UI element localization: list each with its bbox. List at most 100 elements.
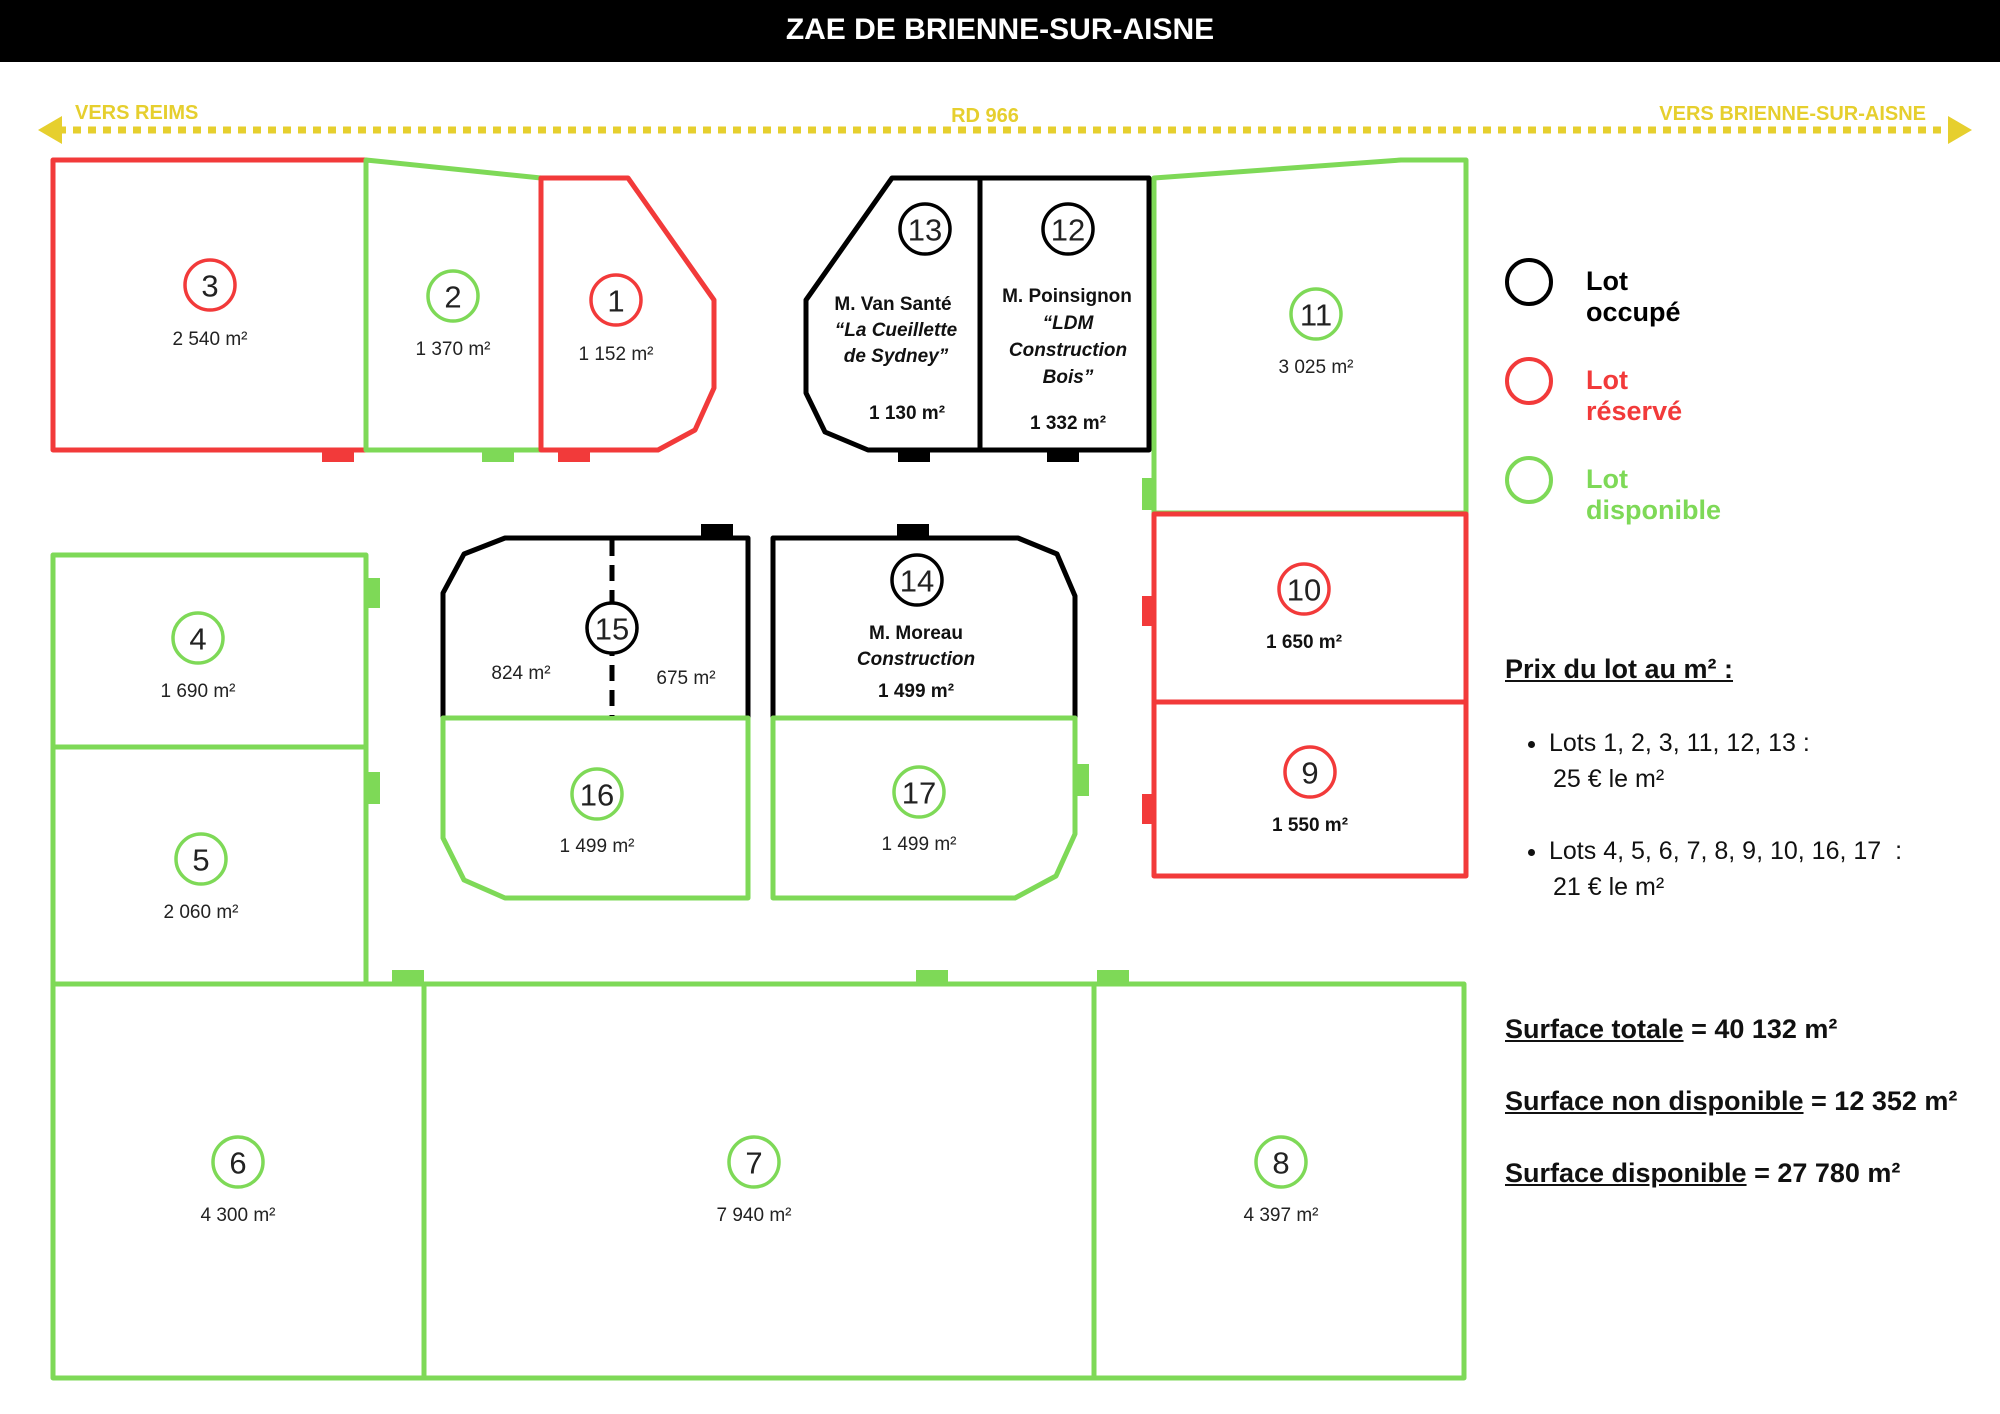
lot-10-label[interactable]: 10 1 650 m² bbox=[1266, 562, 1342, 653]
lot-5-circle bbox=[174, 832, 228, 886]
lot-6-number: 6 bbox=[229, 1146, 246, 1181]
lot-6-label[interactable]: 6 4 300 m² bbox=[201, 1135, 276, 1226]
road-direction-right: VERS BRIENNE-SUR-AISNE bbox=[1659, 103, 1926, 125]
lot-14-access bbox=[897, 524, 929, 536]
lot-6-circle bbox=[211, 1135, 265, 1189]
lot-13-occupant: M. Van Santé bbox=[834, 294, 951, 315]
lot-2-circle bbox=[426, 269, 480, 323]
lot-16-outline bbox=[440, 715, 751, 901]
lot-7-number: 7 bbox=[745, 1146, 762, 1181]
lot-1-area: 1 152 m² bbox=[579, 344, 654, 365]
lot-3-circle bbox=[183, 258, 237, 312]
road: VERS REIMS RD 966 VERS BRIENNE-SUR-AISNE bbox=[38, 102, 1972, 144]
arrow-right-icon bbox=[1948, 116, 1972, 144]
price-item: Lots 1, 2, 3, 11, 12, 13 : 25 € le m² bbox=[1549, 725, 1975, 797]
lot-4-number: 4 bbox=[189, 622, 206, 657]
price-item-price: 25 € le m² bbox=[1553, 765, 1665, 793]
lot-17-outline bbox=[770, 715, 1078, 901]
surface-unavailable-label: Surface non disponible bbox=[1505, 1086, 1804, 1116]
lot-16-label[interactable]: 16 1 499 m² bbox=[560, 767, 635, 857]
lot-5-label[interactable]: 5 2 060 m² bbox=[164, 832, 239, 923]
lot-16-area: 1 499 m² bbox=[560, 836, 635, 857]
lot-9-number: 9 bbox=[1301, 756, 1318, 791]
lot-15-area-left: 824 m² bbox=[491, 663, 550, 684]
page-title: ZAE DE BRIENNE-SUR-AISNE bbox=[0, 0, 2000, 62]
lot-13-circle bbox=[898, 202, 952, 256]
lot-1-circle bbox=[589, 273, 643, 327]
lot-12-company-line-3: Bois” bbox=[1043, 367, 1094, 388]
lot-2-access bbox=[482, 450, 514, 462]
lot-12-outline bbox=[977, 175, 1152, 453]
surface-totals: Surface totale = 40 132 m² Surface non d… bbox=[1505, 1014, 1957, 1230]
lot-14-label[interactable]: 14 M. Moreau Construction 1 499 m² bbox=[857, 553, 975, 702]
lot-3-label[interactable]: 3 2 540 m² bbox=[173, 258, 248, 350]
price-list: Lots 1, 2, 3, 11, 12, 13 : 25 € le m² Lo… bbox=[1505, 725, 1975, 905]
lot-13-company-line-2: de Sydney” bbox=[844, 346, 949, 367]
road-name: RD 966 bbox=[951, 105, 1019, 127]
road-direction-left: VERS REIMS bbox=[75, 102, 198, 124]
surface-unavailable-value: = 12 352 m² bbox=[1803, 1086, 1958, 1116]
lot-4-access bbox=[368, 578, 380, 608]
lot-11-number: 11 bbox=[1300, 298, 1332, 333]
lot-8-area: 4 397 m² bbox=[1244, 1205, 1319, 1226]
lot-17-area: 1 499 m² bbox=[882, 834, 957, 855]
legend-circle-reserved bbox=[1505, 357, 1553, 405]
lot-15-area-right: 675 m² bbox=[656, 668, 715, 689]
lot-12-access bbox=[1047, 450, 1079, 462]
lot-12-label[interactable]: 12 M. Poinsignon “LDM Construction Bois”… bbox=[1002, 202, 1132, 434]
legend-label-occupied: Lot occupé bbox=[1586, 266, 1681, 327]
price-title: Prix du lot au m² : bbox=[1505, 654, 1734, 684]
lot-6-access bbox=[392, 970, 424, 982]
lot-16-circle bbox=[570, 767, 624, 821]
lot-17-access bbox=[1077, 764, 1089, 796]
lot-15-number: 15 bbox=[595, 612, 629, 647]
lot-17-number: 17 bbox=[902, 776, 936, 811]
lot-9-access bbox=[1142, 794, 1154, 824]
lot-13-label[interactable]: 13 M. Van Santé “La Cueillette de Sydney… bbox=[834, 202, 958, 424]
lot-13-access bbox=[898, 450, 930, 462]
lot-9-label[interactable]: 9 1 550 m² bbox=[1272, 745, 1348, 836]
lot-1-number: 1 bbox=[607, 284, 624, 319]
price-item-price: 21 € le m² bbox=[1553, 873, 1665, 901]
lot-15-label[interactable]: 15 824 m² 675 m² bbox=[491, 601, 716, 689]
lot-4-label[interactable]: 4 1 690 m² bbox=[161, 611, 236, 702]
lot-11-label[interactable]: 11 3 025 m² bbox=[1279, 287, 1354, 378]
lot-12-company-line-2: Construction bbox=[1009, 340, 1127, 361]
lot-1-label[interactable]: 1 1 152 m² bbox=[579, 273, 654, 365]
lot-7-label[interactable]: 7 7 940 m² bbox=[717, 1135, 792, 1226]
price-item: Lots 4, 5, 6, 7, 8, 9, 10, 16, 17 : 21 €… bbox=[1549, 833, 1975, 905]
legend-circle-available bbox=[1505, 456, 1553, 504]
lot-11-area: 3 025 m² bbox=[1279, 357, 1354, 378]
price-item-lots: Lots 1, 2, 3, 11, 12, 13 : bbox=[1549, 729, 1810, 757]
lot-3-area: 2 540 m² bbox=[173, 329, 248, 350]
lot-8-label[interactable]: 8 4 397 m² bbox=[1244, 1135, 1319, 1226]
lot-14-area: 1 499 m² bbox=[878, 681, 954, 702]
lot-8-number: 8 bbox=[1272, 1146, 1289, 1181]
lot-10-area: 1 650 m² bbox=[1266, 632, 1342, 653]
lot-9-circle bbox=[1283, 745, 1337, 799]
surface-total-label: Surface totale bbox=[1505, 1014, 1684, 1044]
lot-17-label[interactable]: 17 1 499 m² bbox=[882, 765, 957, 855]
surface-total: Surface totale = 40 132 m² bbox=[1505, 1014, 1957, 1086]
lot-8-circle bbox=[1254, 1135, 1308, 1189]
lot-14-occupant: M. Moreau bbox=[869, 623, 963, 644]
lot-11-access bbox=[1142, 478, 1154, 510]
lot-13-company-line-1: “La Cueillette bbox=[835, 320, 958, 341]
lot-3-access bbox=[322, 450, 354, 462]
lot-7-circle bbox=[727, 1135, 781, 1189]
lot-5-area: 2 060 m² bbox=[164, 902, 239, 923]
surface-unavailable: Surface non disponible = 12 352 m² bbox=[1505, 1086, 1957, 1158]
lot-15-circle bbox=[585, 601, 639, 655]
lot-14-company: Construction bbox=[857, 649, 975, 670]
lot-7-access bbox=[916, 970, 948, 982]
lot-5-access bbox=[368, 772, 380, 804]
lot-10-circle bbox=[1277, 562, 1331, 616]
lot-2-label[interactable]: 2 1 370 m² bbox=[416, 269, 491, 360]
lot-13-number: 13 bbox=[908, 213, 942, 248]
surface-available-label: Surface disponible bbox=[1505, 1158, 1747, 1188]
lot-1-access bbox=[558, 450, 590, 462]
lot-12-occupant: M. Poinsignon bbox=[1002, 286, 1132, 307]
surface-available-value: = 27 780 m² bbox=[1746, 1158, 1901, 1188]
lot-4-area: 1 690 m² bbox=[161, 681, 236, 702]
legend-label-reserved: Lot réservé bbox=[1586, 365, 1683, 426]
